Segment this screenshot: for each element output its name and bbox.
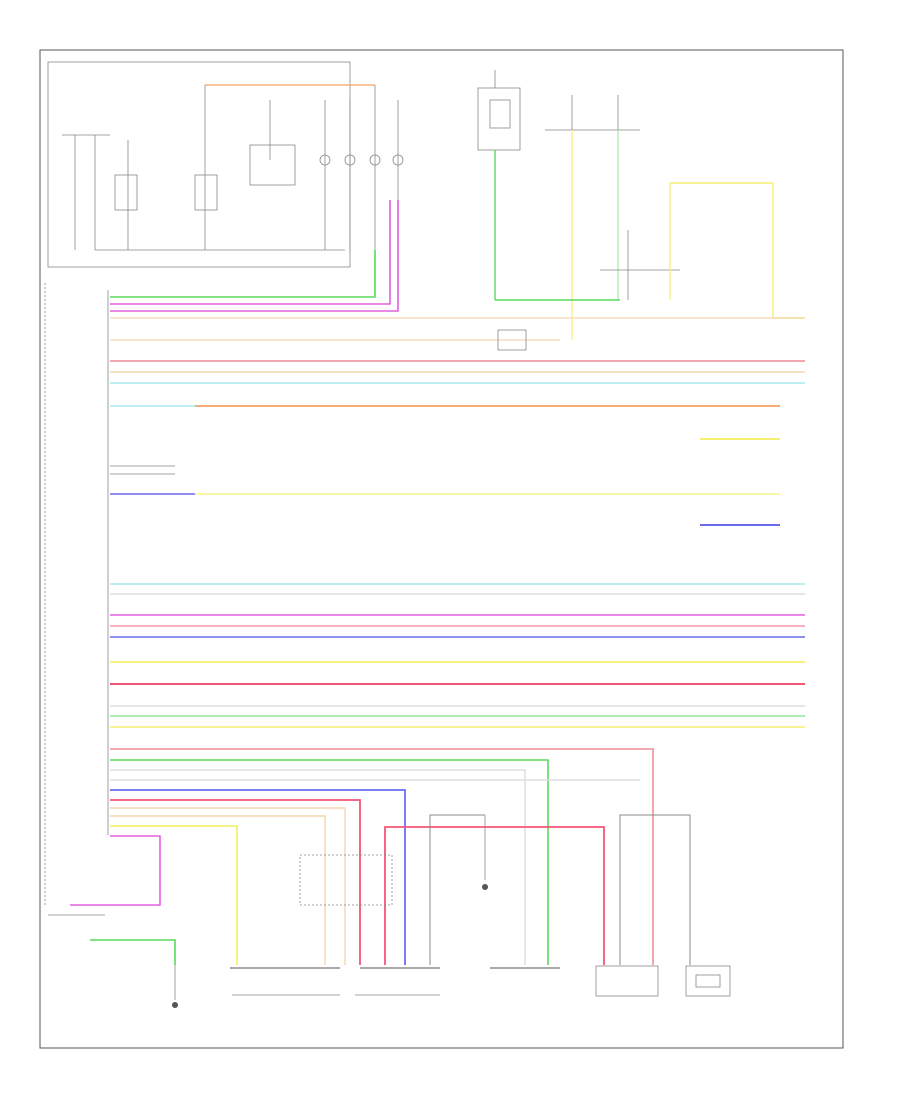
top-right-switch	[545, 95, 640, 340]
descending-wires	[70, 748, 691, 1008]
top-wires	[110, 200, 805, 351]
bottom-components	[48, 854, 731, 997]
bus-wires	[110, 360, 805, 728]
right-pedal-switch	[600, 182, 805, 319]
top-middle-relay	[477, 70, 521, 300]
diagram-frame	[39, 49, 844, 1049]
top-left-component-box	[47, 61, 404, 295]
